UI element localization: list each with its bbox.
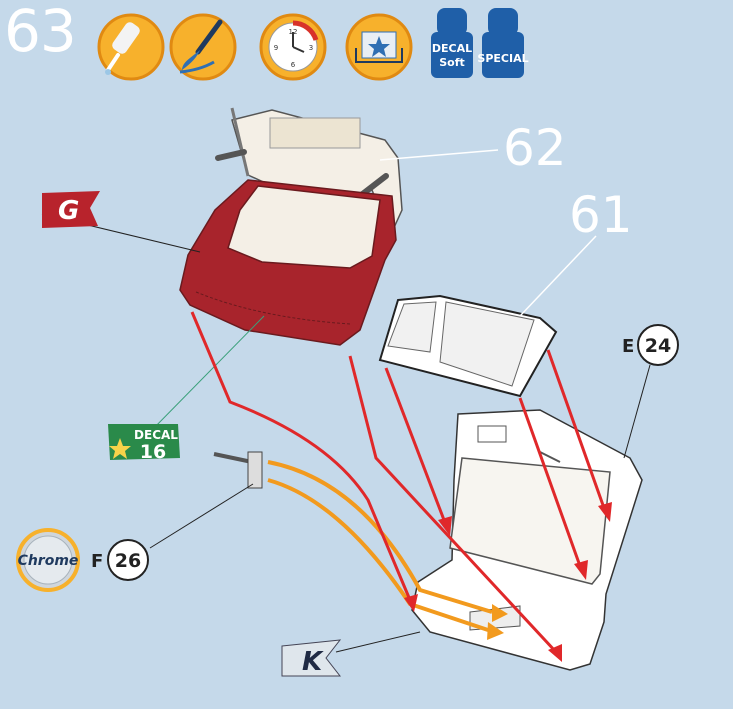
decal-number: 16 [140,441,166,463]
tailgate-red-shell [42,180,396,432]
flag-g: G [42,191,100,228]
clock-numeral-3: 3 [309,44,313,52]
reference-e-24: E 24 [622,325,678,458]
paint-brush-icon [171,15,235,79]
bottle-1-label-line2: Soft [439,56,465,69]
reference-f-26: F 26 [91,540,148,580]
tailgate-inner-panel [412,410,642,670]
screw-part [150,452,262,548]
part-62-label: 62 [503,119,567,177]
ref-e-letter: E [622,336,634,357]
flag-k: K [282,632,420,677]
flag-k-label: K [302,647,324,677]
bottle-1-label-line1: DECAL [432,42,472,55]
flag-g-label: G [58,196,79,226]
clock-numeral-9: 9 [274,44,278,52]
glue-tube-icon [99,15,163,79]
part-61-label: 61 [569,186,633,244]
ref-f-letter: F [91,551,103,572]
chrome-badge: Chrome [18,530,79,590]
bottle-2-label-line2: SPECIAL [477,52,528,65]
clock-icon: 12 3 6 9 [261,15,325,79]
clock-numeral-6: 6 [291,61,296,69]
decal-16-badge: DECAL 16 [108,424,180,463]
decal-soft-bottle-icon: DECAL Soft [431,8,473,78]
part-61-window-glass [380,236,596,396]
decal-special-bottle-icon: SPECIAL [477,8,528,78]
clock-numeral-12: 12 [289,28,298,36]
decal-label: DECAL [134,428,178,442]
decal-tray-icon [347,15,411,79]
ref-e-number: 24 [645,335,671,357]
chrome-label: Chrome [18,553,79,569]
ref-f-number: 26 [115,550,141,572]
